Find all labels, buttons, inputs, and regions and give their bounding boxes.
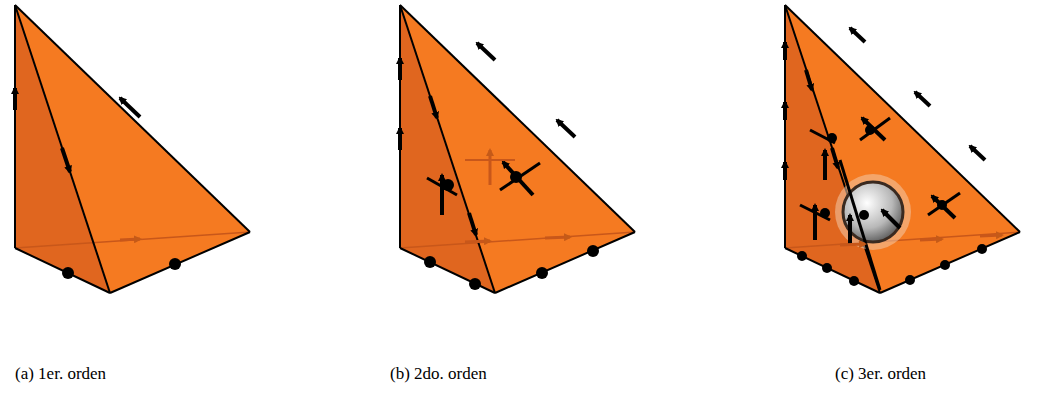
subfigure-caption: (a) 1er. orden [15,364,106,384]
subfigure-caption: (c) 3er. orden [835,364,926,384]
subfigure-caption: (b) 2do. orden [390,364,487,384]
